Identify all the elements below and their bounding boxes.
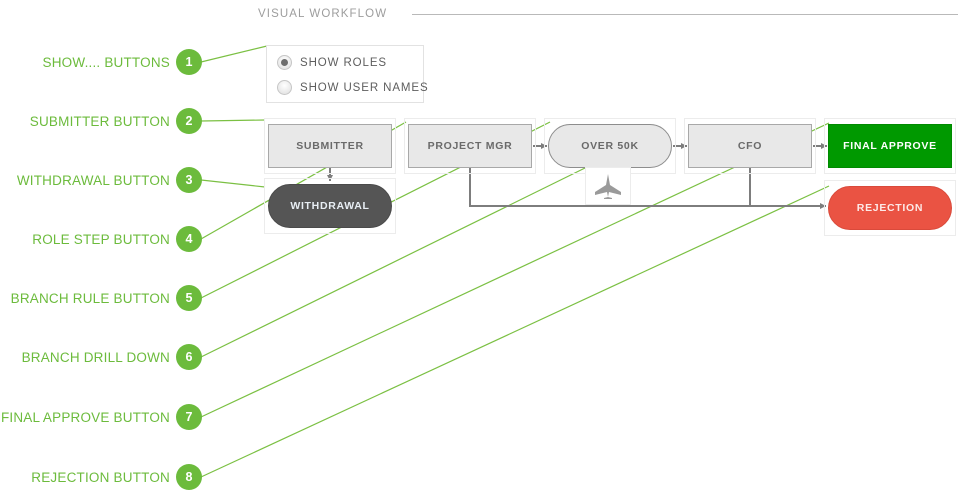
annotation-badge-4[interactable]: 4 [176, 226, 202, 252]
annotation-callout-4: ROLE STEP BUTTON 4 [0, 226, 202, 252]
node-label-over-50k: OVER 50K [581, 140, 639, 152]
annotation-label-3: WITHDRAWAL BUTTON [16, 172, 170, 188]
node-slot-final-approve [824, 118, 956, 174]
display-mode-panel: SHOW ROLES SHOW USER NAMES [266, 45, 428, 103]
node-label-rejection: REJECTION [856, 202, 924, 214]
annotation-label-6: BRANCH DRILL DOWN [21, 349, 170, 365]
annotation-label-7: FINAL APPROVE BUTTON [0, 409, 170, 425]
node-label-withdrawal: WITHDRAWAL [290, 200, 370, 212]
node-slot-withdrawal [264, 178, 396, 234]
radio-unselected-icon[interactable] [277, 80, 292, 95]
node-over-50k[interactable]: OVER 50K [548, 124, 672, 168]
branch-drill-down-button[interactable] [585, 167, 631, 205]
node-label-submitter: SUBMITTER [296, 140, 364, 152]
section-header: VISUAL WORKFLOW [258, 8, 958, 20]
annotation-label-5: BRANCH RULE BUTTON [10, 290, 170, 306]
node-slot-cfo [684, 118, 816, 174]
node-label-cfo: CFO [737, 140, 763, 152]
annotation-badge-6[interactable]: 6 [176, 344, 202, 370]
header-divider [412, 13, 958, 15]
node-slot-rejection [824, 180, 956, 236]
radio-label-show-user-names: SHOW USER NAMES [300, 81, 429, 94]
radio-label-show-roles: SHOW ROLES [300, 56, 387, 69]
annotation-badge-8[interactable]: 8 [176, 464, 202, 490]
annotation-callout-1: SHOW.... BUTTONS 1 [0, 49, 202, 75]
page-title: VISUAL WORKFLOW [258, 8, 388, 20]
annotation-label-8: REJECTION BUTTON [31, 469, 170, 485]
node-submitter[interactable]: SUBMITTER [268, 124, 392, 168]
annotation-badge-2[interactable]: 2 [176, 108, 202, 134]
radio-selected-icon[interactable] [277, 55, 292, 70]
annotation-label-4: ROLE STEP BUTTON [32, 231, 170, 247]
node-project-mgr[interactable]: PROJECT MGR [408, 124, 532, 168]
annotation-callout-5: BRANCH RULE BUTTON 5 [0, 285, 202, 311]
annotation-callout-8: REJECTION BUTTON 8 [0, 464, 202, 490]
annotation-label-2: SUBMITTER BUTTON [29, 113, 170, 129]
node-withdrawal[interactable]: WITHDRAWAL [268, 184, 392, 228]
node-label-project-mgr: PROJECT MGR [427, 140, 513, 152]
annotation-callout-2: SUBMITTER BUTTON 2 [0, 108, 202, 134]
annotation-label-1: SHOW.... BUTTONS [42, 54, 170, 70]
annotation-badge-1[interactable]: 1 [176, 49, 202, 75]
node-cfo[interactable]: CFO [688, 124, 812, 168]
node-rejection[interactable]: REJECTION [828, 186, 952, 230]
annotation-callout-6: BRANCH DRILL DOWN 6 [0, 344, 202, 370]
radio-option-show-user-names[interactable]: SHOW USER NAMES [277, 75, 428, 100]
annotation-callout-7: FINAL APPROVE BUTTON 7 [0, 404, 202, 430]
node-label-final-approve: FINAL APPROVE [843, 140, 937, 152]
annotation-badge-7[interactable]: 7 [176, 404, 202, 430]
node-final-approve[interactable]: FINAL APPROVE [828, 124, 952, 168]
annotation-badge-5[interactable]: 5 [176, 285, 202, 311]
annotation-callout-3: WITHDRAWAL BUTTON 3 [0, 167, 202, 193]
radio-option-show-roles[interactable]: SHOW ROLES [277, 50, 423, 75]
node-slot-submitter [264, 118, 396, 174]
node-slot-project-mgr [404, 118, 536, 174]
annotation-badge-3[interactable]: 3 [176, 167, 202, 193]
airplane-icon [595, 174, 621, 199]
